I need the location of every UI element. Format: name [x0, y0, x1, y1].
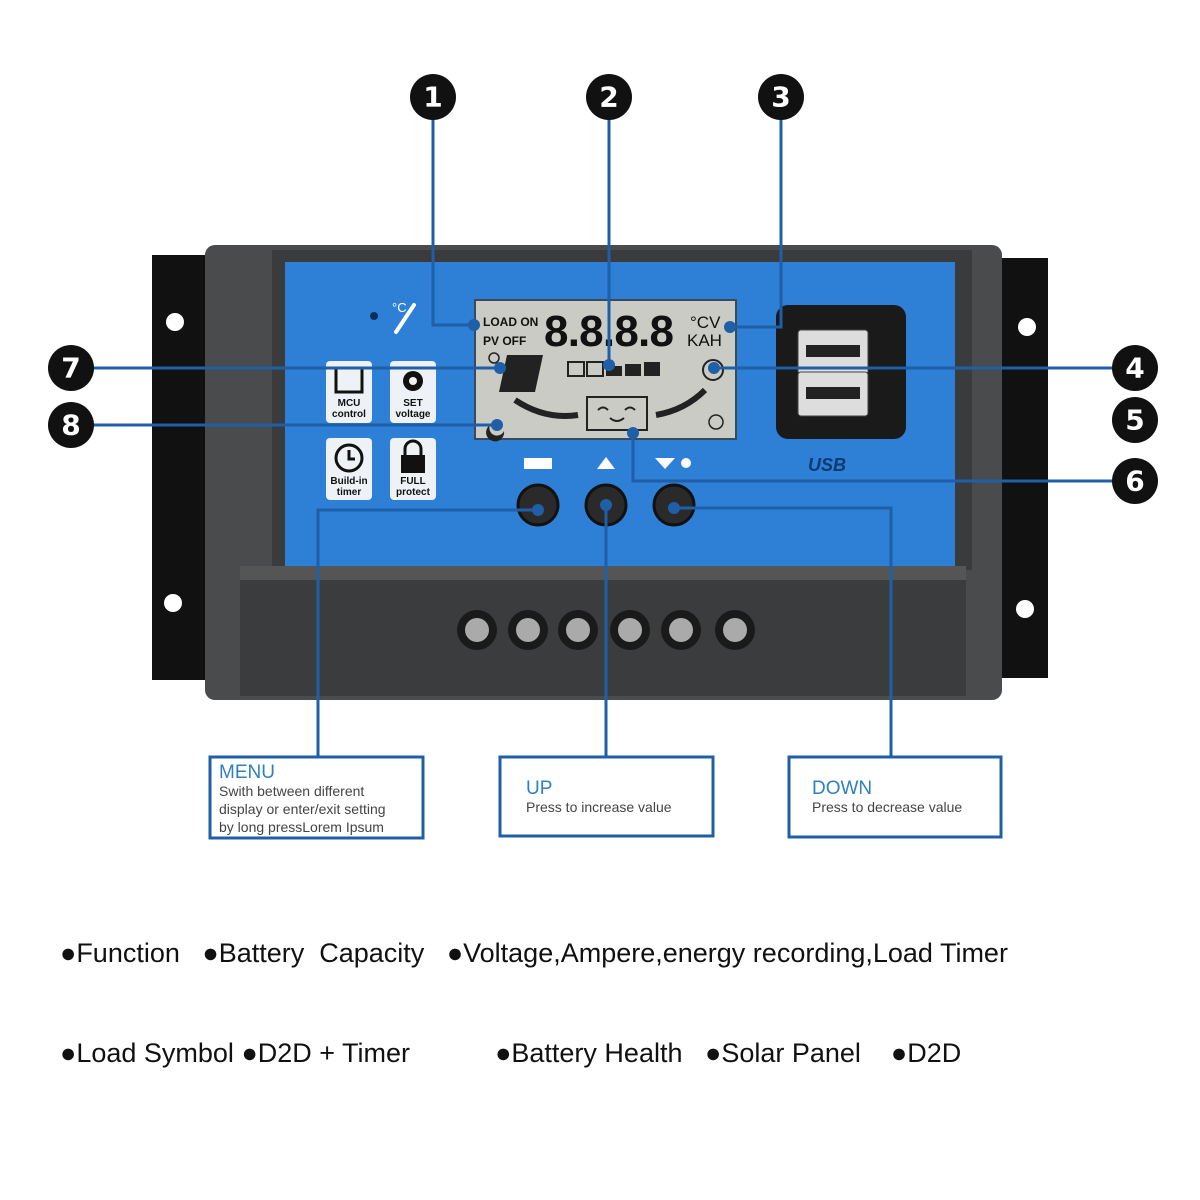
feature-tile-set-voltage: SET voltage: [390, 361, 436, 423]
clock-icon: [334, 443, 364, 473]
legend-item-1: ●Function: [60, 938, 180, 968]
svg-text:8: 8: [61, 409, 80, 442]
mount-hole: [1018, 318, 1036, 336]
tile-label: timer: [337, 487, 362, 498]
bulb-icon: [702, 359, 724, 381]
tile-label: MCU: [338, 398, 361, 409]
callout-3: 3: [758, 74, 804, 120]
mount-hole: [166, 313, 184, 331]
svg-text:6: 6: [1125, 465, 1144, 498]
info-box-down: DOWN Press to decrease value: [787, 755, 1003, 839]
menu-icon: [524, 458, 552, 469]
tile-label: protect: [396, 487, 431, 498]
callout-4: 4: [1112, 345, 1158, 391]
tile-label: voltage: [395, 409, 430, 420]
info-box-text: Press to increase value: [526, 799, 672, 815]
svg-text:3: 3: [771, 81, 790, 114]
tile-label: FULL: [400, 476, 426, 487]
legend-row-1: ●Function ●Battery Capacity ●Voltage,Amp…: [60, 938, 1008, 969]
info-box-title: DOWN: [812, 778, 872, 799]
feature-tile-timer: Build-in timer: [326, 438, 372, 500]
lock-icon: [401, 455, 425, 473]
callout-8: 8: [48, 402, 94, 448]
lcd-units-bottom: KAH: [687, 331, 722, 350]
moon-icon: [486, 425, 505, 442]
info-box-title: MENU: [219, 762, 275, 783]
terminal-block: [240, 566, 966, 696]
legend-item-2: ●Battery Capacity: [202, 938, 425, 968]
svg-text:7: 7: [61, 352, 80, 385]
callout-5: 5: [1112, 397, 1158, 443]
legend-item-5: ●D2D + Timer: [241, 1038, 411, 1068]
callout-lines: [92, 118, 1114, 756]
temp-label: °C: [392, 300, 407, 315]
info-box-title: UP: [526, 778, 552, 799]
mount-hole: [1016, 600, 1034, 618]
callout-7: 7: [48, 345, 94, 391]
load-arrow-icon: [655, 387, 708, 418]
svg-text:4: 4: [1125, 352, 1144, 385]
tile-label: control: [332, 409, 366, 420]
callout-1: 1: [410, 74, 456, 120]
info-box-text: by long pressLorem Ipsum: [219, 819, 384, 835]
battery-face-icon: [586, 396, 648, 431]
timer-icon: [708, 414, 724, 430]
temperature-sensor: [370, 312, 378, 320]
info-box-menu: MENU Swith between different display or …: [208, 755, 425, 840]
svg-text:5: 5: [1125, 404, 1144, 437]
lcd-units-top: °CV: [690, 313, 721, 332]
callout-6: 6: [1112, 458, 1158, 504]
feature-tile-protect: FULL protect: [390, 438, 436, 500]
legend-item-3: ●Voltage,Ampere,energy recording,Load Ti…: [446, 938, 1008, 968]
tile-label: SET: [403, 398, 422, 409]
mount-hole: [164, 594, 182, 612]
lcd-pv-off: PV OFF: [483, 334, 526, 348]
info-box-text: display or enter/exit setting: [219, 801, 386, 817]
legend-item-6: ●Battery Health: [495, 1038, 683, 1068]
usb-label: USB: [808, 455, 846, 475]
info-box-text: Press to decrease value: [812, 799, 962, 815]
terminals: [457, 610, 755, 650]
legend-item-7: ●Solar Panel: [705, 1038, 861, 1068]
info-box-text: Swith between different: [219, 783, 364, 799]
legend-row-2: ●Load Symbol ●D2D + Timer ●Battery Healt…: [60, 1038, 961, 1069]
tile-label: Build-in: [330, 476, 367, 487]
feature-tile-mcu: MCU control: [326, 361, 372, 423]
charge-arrow-icon: [513, 397, 579, 419]
legend-item-4: ●Load Symbol: [60, 1038, 234, 1068]
info-box-up: UP Press to increase value: [498, 755, 715, 838]
svg-text:2: 2: [599, 81, 618, 114]
lcd-load-on: LOAD ON: [483, 315, 538, 329]
callout-dots: [468, 319, 736, 516]
legend-item-8: ●D2D: [890, 1038, 962, 1068]
solar-panel-icon: [488, 352, 543, 392]
callout-2: 2: [586, 74, 632, 120]
thermometer-icon: [394, 303, 416, 334]
battery-level-bar: [567, 361, 660, 377]
up-triangle-icon: [597, 457, 615, 469]
down-triangle-icon: [655, 458, 675, 469]
bulb-small-icon: [681, 458, 691, 468]
svg-text:1: 1: [423, 81, 442, 114]
